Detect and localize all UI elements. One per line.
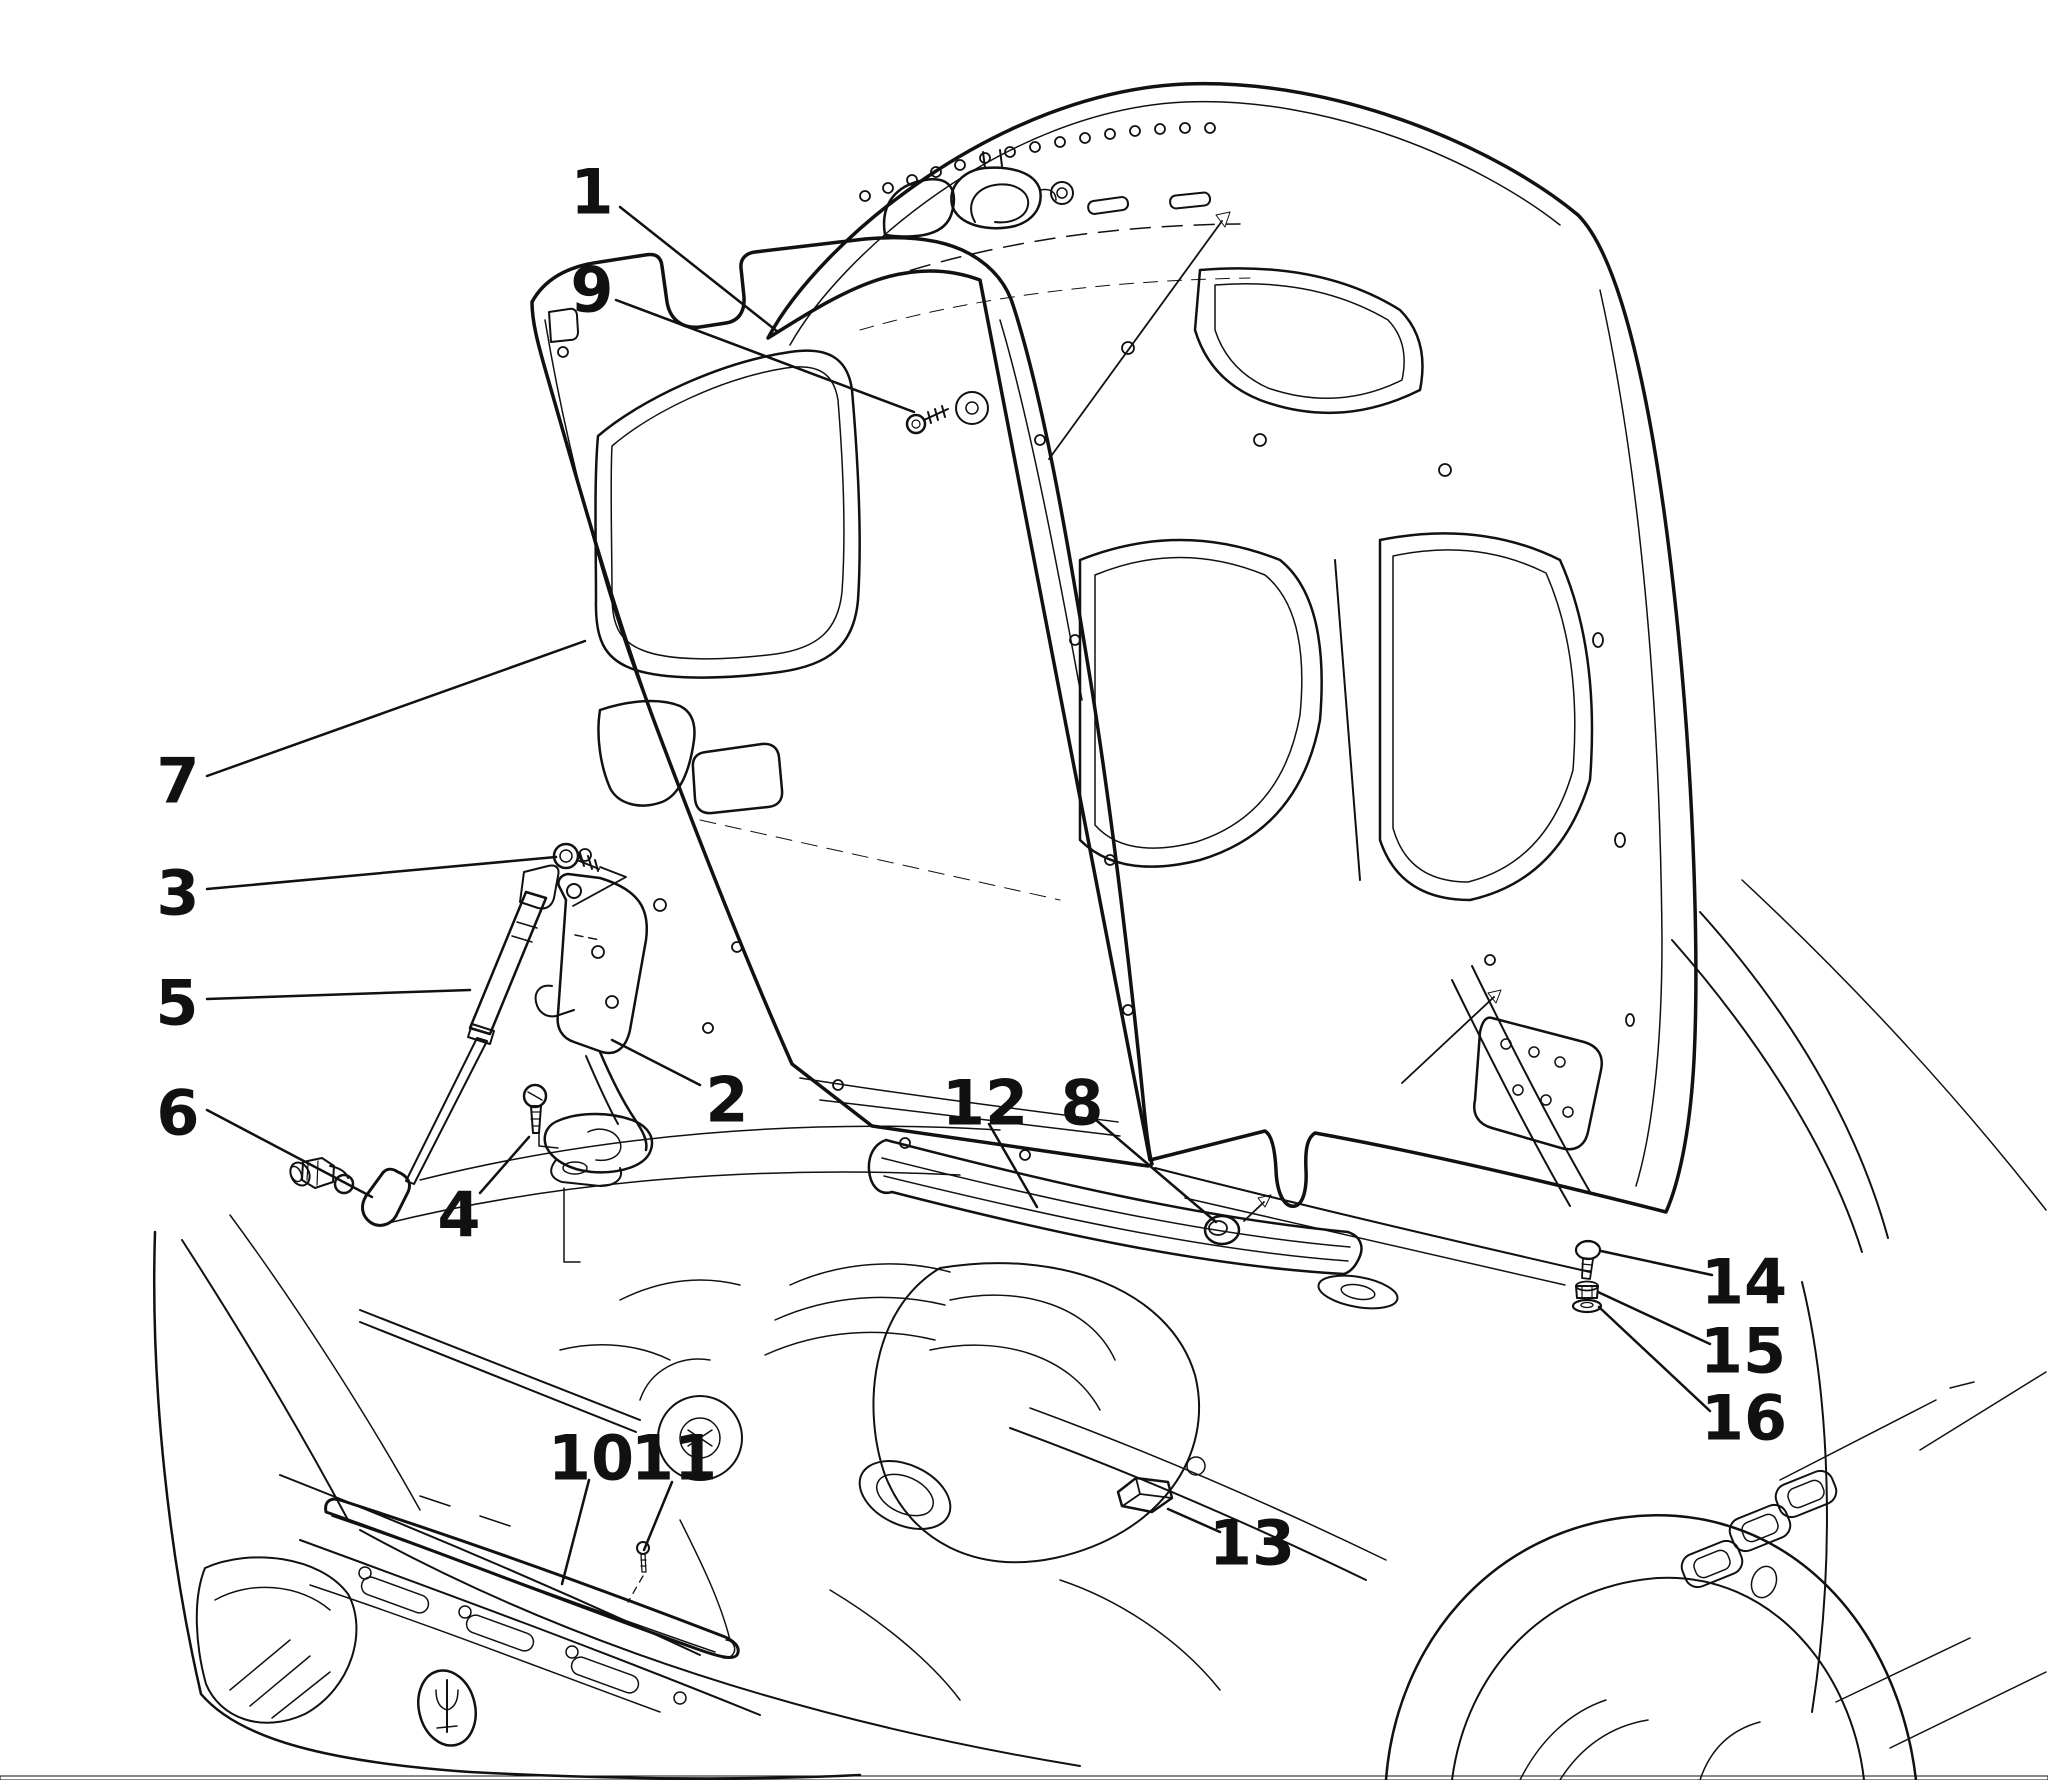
washer-part16 — [1571, 1298, 1603, 1314]
leader-line-part-1 — [618, 205, 780, 334]
inner-hood-panel — [530, 235, 1154, 1168]
bottom-border — [0, 1775, 2048, 1780]
part-label-11[interactable]: 11 — [631, 1422, 717, 1495]
leader-line-part-8 — [1094, 1118, 1218, 1224]
part-label-10[interactable]: 10 — [548, 1422, 634, 1495]
part-label-6[interactable]: 6 — [156, 1077, 199, 1150]
part-label-7[interactable]: 7 — [156, 745, 199, 818]
nut-part15 — [1575, 1280, 1599, 1299]
hood-seal-part12 — [867, 1138, 1363, 1276]
part-label-1[interactable]: 1 — [570, 156, 613, 229]
part-label-8[interactable]: 8 — [1060, 1067, 1103, 1140]
front-strip-part10 — [324, 1497, 740, 1659]
fender-vents — [1680, 1469, 1838, 1599]
leader-line-part-12 — [987, 1122, 1039, 1209]
leader-line-part-14 — [1599, 1249, 1714, 1277]
leader-line-part-5 — [205, 988, 472, 1001]
location-arrows — [1048, 211, 1502, 1222]
leader-line-part-16 — [1597, 1305, 1712, 1413]
part-label-13[interactable]: 13 — [1209, 1507, 1295, 1580]
strip-screw-part11 — [627, 1541, 650, 1603]
part-label-5[interactable]: 5 — [155, 967, 198, 1040]
clip-part13 — [1116, 1476, 1174, 1514]
leader-line-part-2 — [610, 1038, 702, 1087]
part-label-14[interactable]: 14 — [1701, 1246, 1787, 1319]
hinge-bolt-part4 — [522, 1083, 548, 1134]
leader-line-part-10 — [560, 1478, 591, 1586]
grommet-socket-arrow-line — [1243, 1201, 1265, 1222]
part-label-2[interactable]: 2 — [705, 1064, 748, 1137]
leader-line-part-13 — [1166, 1507, 1222, 1534]
part-label-16[interactable]: 16 — [1701, 1382, 1787, 1455]
leader-line-part-15 — [1596, 1290, 1712, 1346]
part-label-4[interactable]: 4 — [437, 1179, 480, 1252]
hood-corner-bracket — [1451, 965, 1603, 1207]
hood-top-hole-arrow-line — [1048, 220, 1223, 460]
part-label-12[interactable]: 12 — [942, 1067, 1028, 1140]
hood-hinge-part2 — [534, 872, 654, 1263]
grommet-part8 — [1203, 1214, 1241, 1246]
leader-line-part-9 — [614, 298, 916, 414]
leader-line-part-3 — [205, 855, 558, 891]
hood-latch — [950, 149, 1057, 230]
car-body-art — [152, 879, 2047, 1780]
brand-badge — [417, 1669, 477, 1747]
grommet-socket-arrow-head — [1257, 1194, 1272, 1208]
leader-line-part-11 — [642, 1480, 674, 1552]
hood-vent-holes — [859, 122, 1216, 202]
gas-strut-part5 — [361, 864, 560, 1227]
outer-hood-panel — [766, 81, 1698, 1214]
part-label-3[interactable]: 3 — [156, 857, 199, 930]
part-label-15[interactable]: 15 — [1700, 1315, 1786, 1388]
panel-screw-part9 — [905, 405, 949, 435]
ball-pin-part6 — [289, 1157, 355, 1195]
leader-line-part-4 — [478, 1135, 531, 1195]
leader-line-part-6 — [205, 1108, 374, 1199]
cowl-hole-arrow-head — [1487, 989, 1502, 1004]
leader-line-part-7 — [205, 639, 587, 778]
hood-top-hole-arrow-head — [1215, 211, 1231, 228]
cowl-hole-arrow-line — [1401, 996, 1495, 1084]
part-label-9[interactable]: 9 — [570, 254, 613, 327]
screw-part14 — [1574, 1239, 1602, 1280]
